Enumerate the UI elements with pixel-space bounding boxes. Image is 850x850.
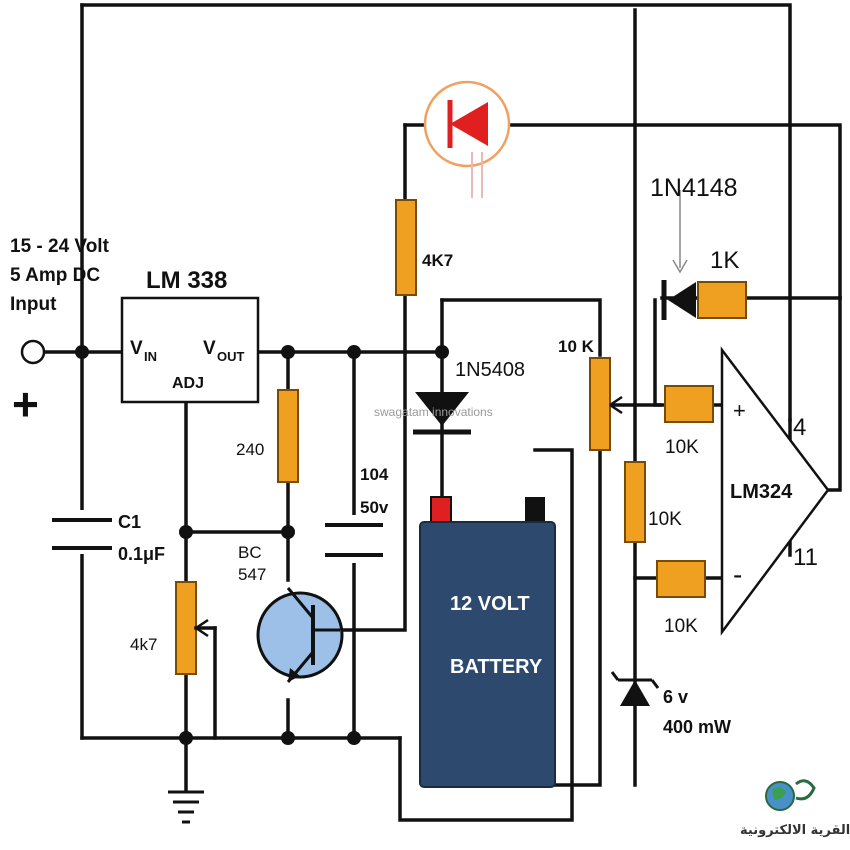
pot-4k7 — [175, 581, 217, 675]
diode-1n5408-label: 1N5408 — [455, 359, 525, 381]
cap-104-label: 104 — [360, 465, 389, 484]
resistor-10k-minus — [656, 560, 706, 598]
resistor-4k7 — [395, 199, 417, 296]
transistor-bc547 — [256, 587, 344, 683]
input-label-line2: 5 Amp DC — [10, 265, 100, 286]
led-indicator — [423, 80, 511, 198]
r240-label: 240 — [236, 440, 264, 459]
vout-label: V — [203, 338, 216, 359]
zener-diode — [610, 671, 660, 706]
lm338-regulator: LM 338 V IN V OUT ADJ — [120, 267, 260, 404]
resistor-240 — [277, 389, 299, 483]
battery-label-line2: BATTERY — [450, 656, 543, 678]
c1-value: 0.1μF — [118, 544, 165, 564]
regulator-name: LM 338 — [146, 267, 227, 294]
lm324-opamp — [720, 346, 830, 636]
adj-label: ADJ — [172, 375, 204, 392]
r1k-label: 1K — [710, 247, 739, 274]
r10k-mid-label: 10K — [648, 509, 682, 530]
battery-label-line1: 12 VOLT — [450, 593, 530, 615]
input-label-line3: Input — [10, 294, 57, 315]
battery-12v — [419, 496, 556, 788]
resistor-10k-vertical — [624, 461, 646, 543]
site-logo — [765, 779, 816, 811]
logo-text: القرية الالكترونية — [740, 823, 850, 838]
zener-power-label: 400 mW — [663, 717, 731, 737]
vout-sub: OUT — [217, 349, 245, 364]
diode-1n4148-label: 1N4148 — [650, 174, 738, 202]
opamp-name: LM324 — [730, 481, 793, 503]
diode-1n5408 — [413, 392, 471, 435]
input-label-line1: 15 - 24 Volt — [10, 236, 110, 257]
transistor-label-line1: BC — [238, 543, 262, 562]
r4k7-label: 4K7 — [422, 251, 453, 270]
zener-volts-label: 6 v — [663, 687, 688, 707]
opamp-pin11: 11 — [793, 544, 818, 571]
c1-name: C1 — [118, 512, 141, 532]
pot-10k — [589, 357, 623, 451]
watermark-text: swagatam innovations — [374, 405, 493, 419]
r10k-plus-label: 10K — [665, 437, 699, 458]
r10k-minus-label: 10K — [664, 616, 698, 637]
opamp-minus: - — [733, 559, 742, 590]
pot-10k-label: 10 K — [558, 337, 595, 356]
resistor-10k-plus — [664, 385, 714, 423]
capacitor-c1 — [50, 510, 114, 554]
vin-label: V — [130, 338, 143, 359]
plus-sign: + — [12, 378, 39, 430]
opamp-plus: + — [733, 398, 746, 423]
capacitor-104 — [325, 515, 383, 563]
diode-1n4148 — [661, 190, 696, 320]
resistor-1k — [697, 281, 747, 319]
pot-4k7-label: 4k7 — [130, 635, 157, 654]
input-terminal — [20, 339, 46, 365]
ground-icon — [168, 790, 204, 824]
transistor-label-line2: 547 — [238, 565, 266, 584]
junction-nodes — [75, 345, 449, 745]
cap-50v-label: 50v — [360, 498, 389, 517]
opamp-pin4: 4 — [793, 414, 806, 441]
vin-sub: IN — [144, 349, 157, 364]
